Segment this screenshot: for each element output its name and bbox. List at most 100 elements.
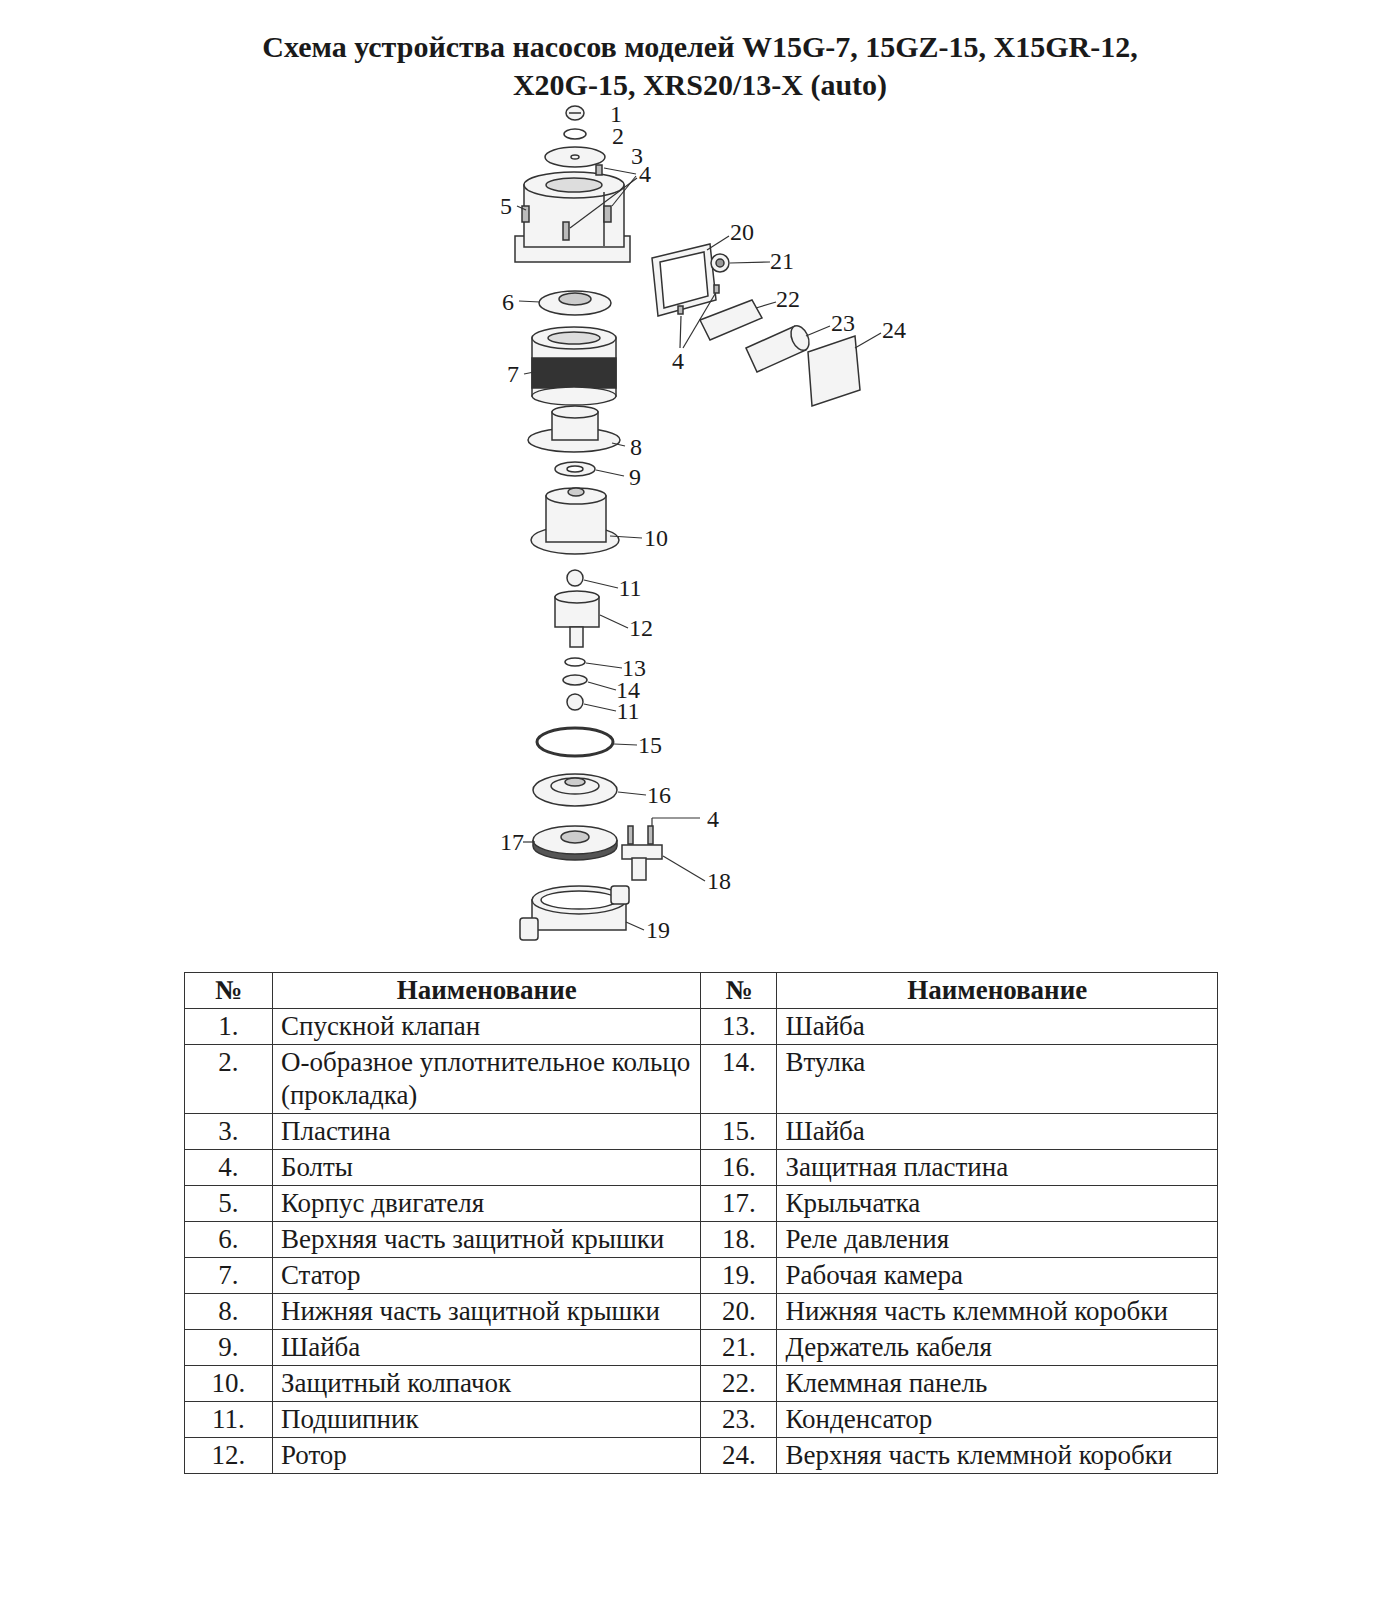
table-cell: 6. [185, 1222, 273, 1258]
table-cell: Верхняя часть клеммной коробки [777, 1438, 1218, 1474]
callout-number: 6 [502, 289, 514, 315]
part-name: Статор [281, 1260, 361, 1290]
table-cell: 17. [701, 1186, 777, 1222]
part-number: 2. [218, 1047, 238, 1077]
table-cell: 4. [185, 1150, 273, 1186]
part-number: 9. [218, 1332, 238, 1362]
table-cell: № [701, 973, 777, 1009]
callout-number: 15 [638, 732, 662, 758]
part-number: 17. [722, 1188, 756, 1218]
part-number: 14. [722, 1047, 756, 1077]
part-number: 19. [722, 1260, 756, 1290]
table-cell: Шайба [272, 1330, 701, 1366]
table-cell: 24. [701, 1438, 777, 1474]
part-number: 15. [722, 1116, 756, 1146]
table-cell: Ротор [272, 1438, 701, 1474]
table-cell: Защитная пластина [777, 1150, 1218, 1186]
table-cell: 22. [701, 1366, 777, 1402]
table-row: №Наименование№Наименование [185, 973, 1218, 1009]
part-number: 18. [722, 1224, 756, 1254]
table-cell: 16. [701, 1150, 777, 1186]
table-cell: Конденсатор [777, 1402, 1218, 1438]
parts-table: №Наименование№Наименование1.Спускной кла… [184, 972, 1218, 1474]
callout-number: 16 [647, 782, 671, 808]
part-name: Шайба [785, 1116, 864, 1146]
part-number: 10. [212, 1368, 246, 1398]
table-cell: Нижняя часть клеммной коробки [777, 1294, 1218, 1330]
part-number: 1. [218, 1011, 238, 1041]
table-cell: 7. [185, 1258, 273, 1294]
table-cell: Нижняя часть защитной крышки [272, 1294, 701, 1330]
part-name: Защитная пластина [785, 1152, 1008, 1182]
part-name: Рабочая камера [785, 1260, 963, 1290]
part-name: Верхняя часть клеммной коробки [785, 1440, 1172, 1470]
table-row: 11. Подшипник 23. Конденсатор [185, 1402, 1218, 1438]
part-number: 5. [218, 1188, 238, 1218]
callout-number: 8 [630, 434, 642, 460]
callout-number: 19 [646, 917, 670, 943]
table-cell: Защитный колпачок [272, 1366, 701, 1402]
table-cell: 20. [701, 1294, 777, 1330]
part-name: Шайба [281, 1332, 360, 1362]
part-name: Шайба [785, 1011, 864, 1041]
part-name: Верхняя часть защитной крышки [281, 1224, 664, 1254]
table-cell: О-образное уплотнительное кольцо (прокла… [272, 1045, 701, 1114]
table-cell: Болты [272, 1150, 701, 1186]
part-number: 20. [722, 1296, 756, 1326]
part-name: Наименование [397, 975, 577, 1005]
callout-number: 4 [672, 348, 684, 374]
part-name: Нижняя часть защитной крышки [281, 1296, 660, 1326]
table-cell: 18. [701, 1222, 777, 1258]
part-number: 13. [722, 1011, 756, 1041]
table-row: 1. Спускной клапан 13. Шайба [185, 1009, 1218, 1045]
table-cell: Спускной клапан [272, 1009, 701, 1045]
part-name: Корпус двигателя [281, 1188, 484, 1218]
table-row: 4. Болты16. Защитная пластина [185, 1150, 1218, 1186]
callout-number: 20 [730, 219, 754, 245]
table-cell: 10. [185, 1366, 273, 1402]
part-number: 11. [212, 1404, 245, 1434]
part-name: Реле давления [785, 1224, 949, 1254]
table-cell: 8. [185, 1294, 273, 1330]
table-cell: 12. [185, 1438, 273, 1474]
table-cell: Рабочая камера [777, 1258, 1218, 1294]
callout-number: 22 [776, 286, 800, 312]
table-row: 7. Статор 19. Рабочая камера [185, 1258, 1218, 1294]
part-name: Подшипник [281, 1404, 419, 1434]
table-row: 9. Шайба 21. Держатель кабеля [185, 1330, 1218, 1366]
callout-number: 11 [616, 698, 639, 724]
table-cell: Шайба [777, 1114, 1218, 1150]
part-name: Защитный колпачок [281, 1368, 511, 1398]
callout-number: 4 [707, 806, 719, 832]
table-row: 8. Нижняя часть защитной крышки 20. Нижняя … [185, 1294, 1218, 1330]
callout-number: 4 [639, 161, 651, 187]
table-cell: № [185, 973, 273, 1009]
part-number: 4. [218, 1152, 238, 1182]
part-name: Крыльчатка [785, 1188, 920, 1218]
table-cell: 9. [185, 1330, 273, 1366]
part-number: 7. [218, 1260, 238, 1290]
table-row: 12. Ротор 24. Верхняя часть клеммной коробк… [185, 1438, 1218, 1474]
table-row: 5. Корпус двигателя 17. Крыльчатка [185, 1186, 1218, 1222]
callout-number: 5 [500, 193, 512, 219]
part-name: Ротор [281, 1440, 347, 1470]
table-cell: 5. [185, 1186, 273, 1222]
table-cell: Реле давления [777, 1222, 1218, 1258]
table-cell: Верхняя часть защитной крышки [272, 1222, 701, 1258]
table-cell: Подшипник [272, 1402, 701, 1438]
part-number: 23. [722, 1404, 756, 1434]
part-number: 24. [722, 1440, 756, 1470]
part-name: Конденсатор [785, 1404, 932, 1434]
callout-number: 24 [882, 317, 906, 343]
table-cell: 21. [701, 1330, 777, 1366]
part-number: 22. [722, 1368, 756, 1398]
table-cell: Пластина [272, 1114, 701, 1150]
diagram-title: Схема устройства насосов моделей W15G-7,… [250, 28, 1150, 104]
callout-number: 2 [612, 123, 624, 149]
table-cell: Наименование [272, 973, 701, 1009]
table-cell: Шайба [777, 1009, 1218, 1045]
callout-number: 10 [644, 525, 668, 551]
table-cell: 11. [185, 1402, 273, 1438]
table-cell: 13. [701, 1009, 777, 1045]
part-name: Держатель кабеля [785, 1332, 991, 1362]
